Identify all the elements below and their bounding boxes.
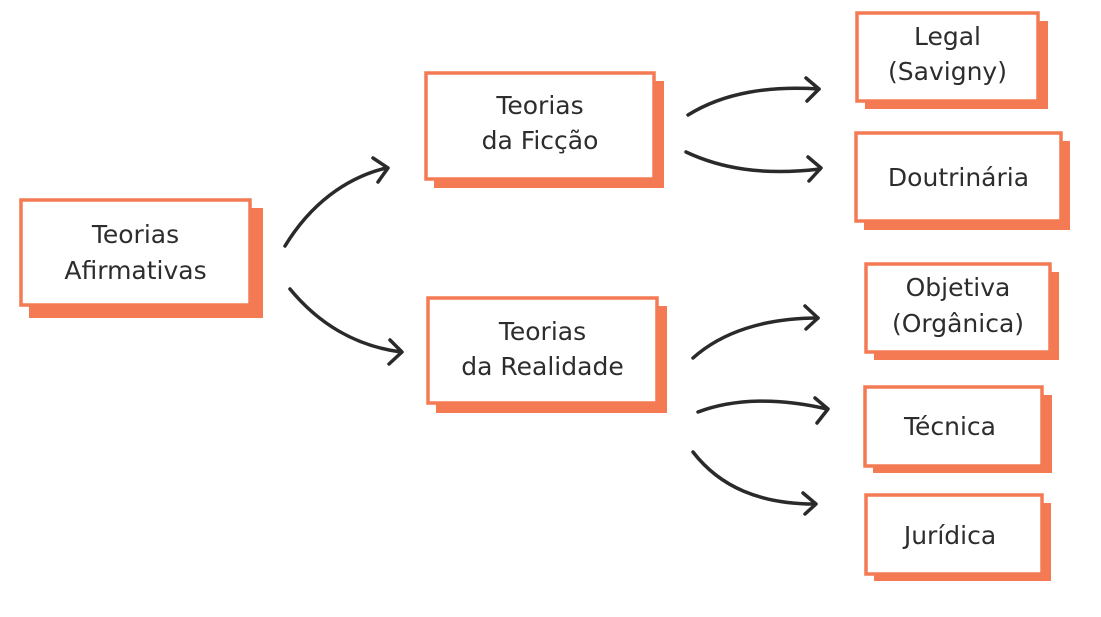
- arrow-root-to-ficcao: [283, 166, 388, 248]
- node-teorias-da-realidade-line-2: da Realidade: [461, 352, 623, 381]
- arrow-realidade-to-juridica: [691, 450, 817, 506]
- arrow-ficcao-to-doutrinaria-head: [806, 155, 823, 183]
- node-teorias-da-realidade: Teorias da Realidade: [426, 296, 667, 413]
- node-teorias-da-realidade-line-1: Teorias: [498, 317, 586, 346]
- arrow-realidade-to-objetiva: [691, 316, 820, 360]
- node-doutrinaria: Doutrinária: [854, 131, 1070, 230]
- arrow-ficcao-to-doutrinaria: [684, 150, 822, 174]
- node-tecnica: Técnica: [863, 385, 1052, 473]
- node-legal-savigny-line-1: Legal: [914, 22, 981, 51]
- node-legal-savigny: Legal (Savigny): [855, 11, 1048, 109]
- node-teorias-afirmativas-line-1: Teorias: [91, 220, 179, 249]
- arrow-ficcao-to-legal-head: [804, 76, 821, 103]
- connectors: [283, 76, 830, 516]
- arrow-root-to-realidade-head: [387, 338, 404, 366]
- node-legal-savigny-line-2: (Savigny): [888, 57, 1007, 86]
- node-teorias-da-ficcao-line-1: Teorias: [495, 91, 583, 120]
- arrow-root-to-realidade: [288, 287, 403, 354]
- node-doutrinaria-line-1: Doutrinária: [888, 163, 1029, 192]
- node-objetiva-organica-line-2: (Orgânica): [892, 309, 1024, 338]
- node-teorias-afirmativas-line-2: Afirmativas: [64, 256, 206, 285]
- node-juridica: Jurídica: [864, 493, 1051, 581]
- arrow-realidade-to-objetiva-head: [803, 304, 820, 331]
- node-objetiva-organica-line-1: Objetiva: [906, 273, 1011, 302]
- node-juridica-line-1: Jurídica: [902, 521, 996, 550]
- arrow-ficcao-to-legal: [686, 86, 821, 117]
- node-teorias-afirmativas: Teorias Afirmativas: [19, 198, 263, 318]
- node-tecnica-line-1: Técnica: [903, 412, 996, 441]
- arrow-realidade-to-juridica-head: [801, 491, 818, 516]
- arrow-realidade-to-tecnica: [696, 399, 829, 414]
- node-objetiva-organica: Objetiva (Orgânica): [864, 262, 1059, 360]
- arrow-root-to-ficcao-head: [371, 156, 390, 184]
- arrow-realidade-to-tecnica-head: [813, 396, 830, 425]
- node-teorias-da-ficcao: Teorias da Ficção: [424, 71, 664, 188]
- node-teorias-da-ficcao-line-2: da Ficção: [482, 126, 599, 155]
